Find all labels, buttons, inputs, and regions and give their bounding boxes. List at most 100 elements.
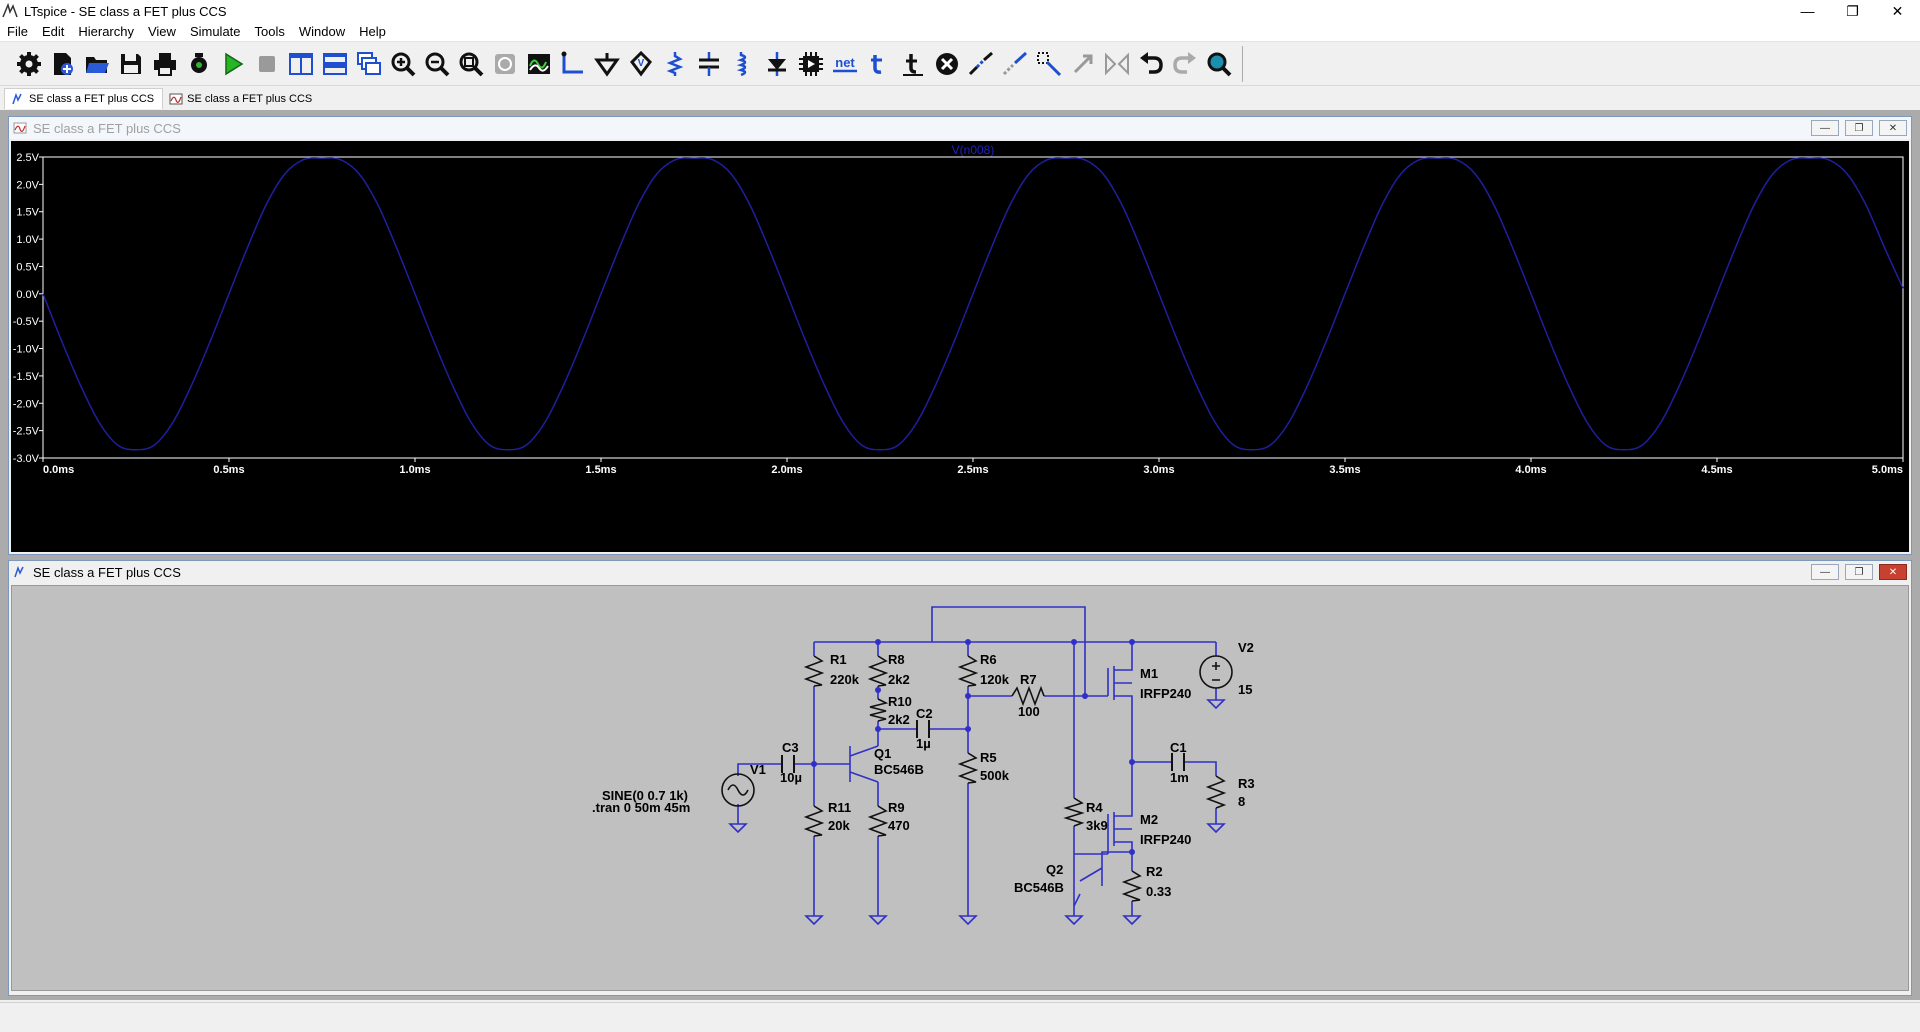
menu-window[interactable]: Window [298,24,346,39]
directive-icon [903,54,923,76]
y-tick-label: 1.0V [16,234,39,246]
schematic-canvas[interactable]: R1 220k R8 2k2 R10 2k2 C2 1µ R6 120k R7 … [11,585,1909,991]
undo-button[interactable] [1134,47,1168,81]
label-q1: Q1 [874,746,891,761]
delete-button[interactable] [930,47,964,81]
menu-help[interactable]: Help [359,24,386,39]
plot-frame [42,156,1904,459]
wire [1074,762,1133,916]
new-schematic-icon [54,53,73,75]
move-button[interactable] [998,47,1032,81]
value-q1: BC546B [874,762,924,777]
settings-button[interactable] [12,47,46,81]
menu-view[interactable]: View [147,24,176,39]
save-button[interactable] [114,47,148,81]
net-label-v-button[interactable]: V [624,47,658,81]
drag-button[interactable] [1032,47,1066,81]
undo-drag-button[interactable] [1066,47,1100,81]
maximize-button[interactable]: ❐ [1846,2,1859,19]
ground-button[interactable] [590,47,624,81]
menu-hierarchy[interactable]: Hierarchy [78,24,134,39]
halt-button[interactable] [250,47,284,81]
value-c1: 1m [1170,770,1189,785]
duplicate-button[interactable] [964,47,998,81]
resistors [803,655,1227,902]
waveform-plot[interactable]: 2.5V2.0V1.5V1.0V0.5V0.0V-0.5V-1.0V-1.5V-… [11,141,1909,552]
schematic-close-button[interactable]: ✕ [1879,564,1907,580]
schematic-window-titlebar[interactable]: SE class a FET plus CCS [9,561,1911,583]
minimize-button[interactable]: — [1800,3,1815,19]
wire [737,763,814,824]
new-schematic-button[interactable] [46,47,80,81]
open-button[interactable] [80,47,114,81]
tab-schematic[interactable]: SE class a FET plus CCS [4,88,164,109]
run-play-icon [225,52,244,76]
diode-button[interactable] [760,47,794,81]
waveform-window-titlebar[interactable]: SE class a FET plus CCS [9,117,1911,139]
schematic-window: SE class a FET plus CCS — ❐ ✕ [8,560,1912,996]
find-magnifier-icon [1207,52,1232,77]
value-r9: 470 [888,818,910,833]
zoom-fit-icon [459,52,484,77]
waveform-icon [169,93,183,104]
control-panel-button[interactable] [182,47,216,81]
plot-minimize-button[interactable]: — [1811,120,1839,136]
resistor-button[interactable] [658,47,692,81]
waveform-button[interactable] [522,47,556,81]
menu-simulate[interactable]: Simulate [189,24,241,39]
wire-pencil-icon [561,51,583,74]
tile-vertical-icon [289,53,313,75]
schematic-minimize-button[interactable]: — [1811,564,1839,580]
text-button[interactable] [862,47,896,81]
label-net-icon: V [630,50,652,77]
label-r8: R8 [888,652,905,667]
label-r3: R3 [1238,776,1255,791]
zoom-fit-button[interactable] [454,47,488,81]
ground-icon [594,53,620,77]
redo-button[interactable] [1168,47,1202,81]
value-m1: IRFP240 [1140,686,1191,701]
capacitor-icon [699,52,719,76]
zoom-in-button[interactable] [386,47,420,81]
menu-edit[interactable]: Edit [41,24,65,39]
capacitors [781,720,1185,773]
find-button[interactable] [1202,47,1236,81]
run-button[interactable] [216,47,250,81]
zoom-out-button[interactable] [420,47,454,81]
capacitor-button[interactable] [692,47,726,81]
inductor-button[interactable] [726,47,760,81]
tab-waveform[interactable]: SE class a FET plus CCS [163,88,320,109]
zoom-cancel-icon [495,54,515,74]
value-m2: IRFP240 [1140,832,1191,847]
print-button[interactable] [148,47,182,81]
cascade-button[interactable] [352,47,386,81]
tile-horizontal-button[interactable] [318,47,352,81]
title-bar: LTspice - SE class a FET plus CCS — ❐ ✕ [0,0,1920,22]
mirror-button[interactable] [1100,47,1134,81]
component-button[interactable] [794,47,828,81]
schematic-icon [12,92,22,105]
menu-file[interactable]: File [7,24,28,39]
value-r10: 2k2 [888,712,910,727]
tile-vertical-button[interactable] [284,47,318,81]
redo-arrow-icon [1173,52,1196,74]
menu-tools[interactable]: Tools [254,24,285,39]
schematic-drawing[interactable]: R1 220k R8 2k2 R10 2k2 C2 1µ R6 120k R7 … [12,586,1908,990]
move-icon [1002,51,1028,76]
schematic-maximize-button[interactable]: ❐ [1845,564,1873,580]
draw-wire-button[interactable] [556,47,590,81]
net-name-button[interactable]: net [828,47,862,81]
inductor-icon [736,52,747,77]
label-r4: R4 [1086,800,1103,815]
value-r6: 120k [980,672,1010,687]
zoom-cancel-button[interactable] [488,47,522,81]
x-tick-label: 4.5ms [1701,464,1732,476]
plot-maximize-button[interactable]: ❐ [1845,120,1873,136]
gear-icon [17,52,41,76]
plot-close-button[interactable]: ✕ [1879,120,1907,136]
spice-directive-button[interactable] [896,47,930,81]
close-button[interactable]: ✕ [1891,2,1904,19]
